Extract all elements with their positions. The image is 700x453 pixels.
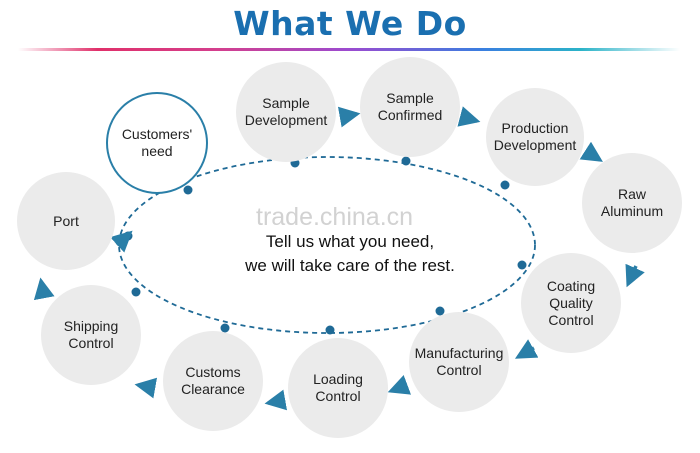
flow-arrow: [134, 377, 158, 399]
ellipse-node-dot: [500, 180, 510, 190]
step-label: Shipping Control: [63, 318, 119, 351]
step-label: Coating Quality Control: [546, 277, 596, 328]
step-label: Manufacturing Control: [414, 345, 504, 378]
flow-arrow: [625, 263, 645, 288]
ellipse-node-dot: [220, 323, 230, 333]
step-label: Customs Clearance: [181, 364, 245, 397]
step-label: Sample Confirmed: [377, 90, 443, 123]
flow-arrow: [337, 106, 361, 128]
flow-arrow: [579, 141, 603, 162]
watermark-text: trade.china.cn: [256, 203, 414, 231]
step-label: Customers' need: [121, 126, 193, 159]
step-customs-clearance: Customs Clearance: [163, 331, 263, 431]
flow-arrow: [387, 375, 412, 395]
step-label: Raw Aluminum: [600, 186, 664, 219]
ellipse-node-dot: [517, 260, 527, 270]
step-label: Port: [53, 212, 79, 229]
step-sample-confirmed: Sample Confirmed: [360, 57, 460, 157]
step-loading-control: Loading Control: [288, 338, 388, 438]
flow-arrow: [264, 389, 288, 411]
center-message-line-1: Tell us what you need,: [265, 232, 435, 251]
step-label: Production Development: [493, 120, 577, 153]
step-manufacturing-control: Manufacturing Control: [409, 312, 509, 412]
flow-arrow: [457, 106, 481, 127]
center-message-line-2: we will take care of the rest.: [245, 256, 455, 275]
flow-arrow: [514, 339, 539, 359]
step-shipping-control: Shipping Control: [41, 285, 141, 385]
process-loop-ellipse: [118, 156, 536, 334]
step-raw-aluminum: Raw Aluminum: [582, 153, 682, 253]
step-production-development: Production Development: [486, 88, 584, 186]
ellipse-node-dot: [325, 325, 335, 335]
ellipse-node-dot: [183, 185, 193, 195]
center-message: Tell us what you need, we will take care…: [180, 230, 520, 278]
ellipse-node-dot: [131, 287, 141, 297]
page-title: What We Do: [233, 4, 467, 43]
title-divider: [18, 48, 680, 51]
step-port: Port: [17, 172, 115, 270]
flow-arrow: [110, 230, 133, 253]
step-customers-need: Customers' need: [106, 92, 208, 194]
step-coating-quality-control: Coating Quality Control: [521, 253, 621, 353]
step-label: Loading Control: [313, 371, 363, 404]
ellipse-node-dot: [435, 306, 445, 316]
flow-arrow: [33, 277, 55, 301]
ellipse-node-dot: [401, 156, 411, 166]
step-label: Sample Development: [244, 95, 328, 128]
step-sample-development: Sample Development: [236, 62, 336, 162]
